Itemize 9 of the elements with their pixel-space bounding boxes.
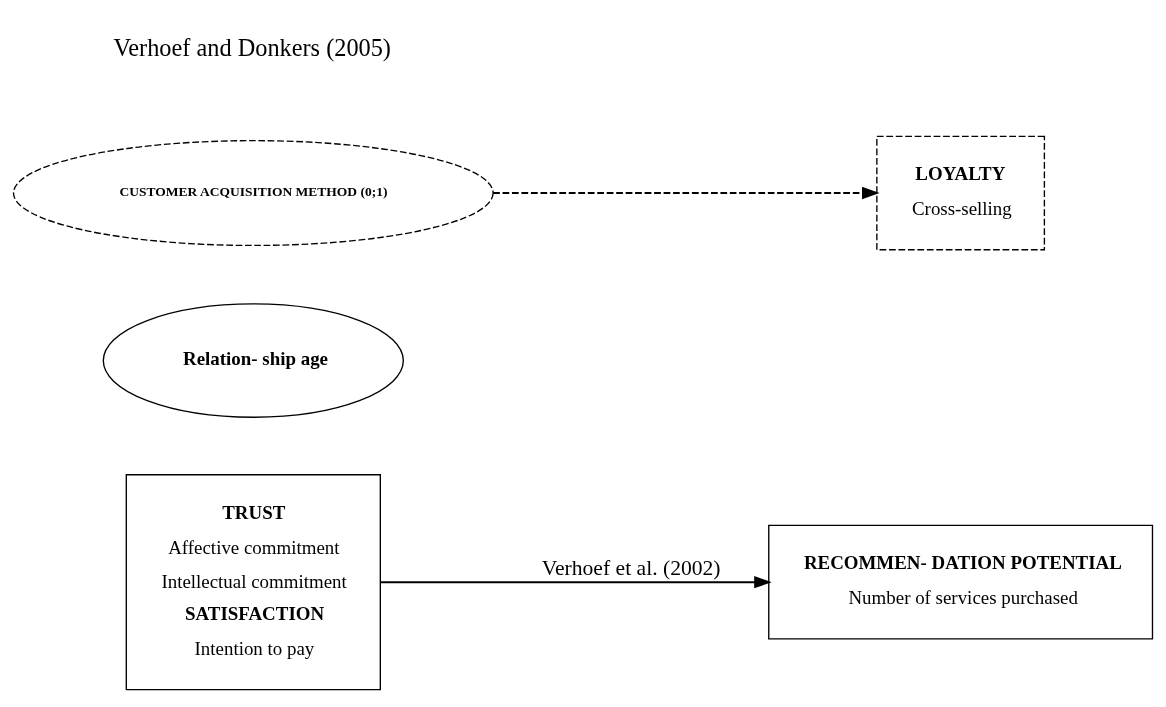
node-box: RECOMMEN- DATION POTENTIAL Number of services purchased [768,524,1154,640]
node-box: LOYALTY Cross-selling [876,135,1046,251]
edge-label: Verhoef et al. (2002) [541,556,721,581]
arrow [493,186,880,200]
node-ellipse: CUSTOMER ACQUISITION METHOD (0;1) [12,140,494,247]
node-box: TRUST Affective commitment Intellectual commitment SATISFACTION Intention to pay [125,474,381,691]
label: Verhoef and Donkers (2005) [113,33,391,61]
arrow [380,576,772,589]
node-ellipse: Relation- ship age [102,303,404,418]
